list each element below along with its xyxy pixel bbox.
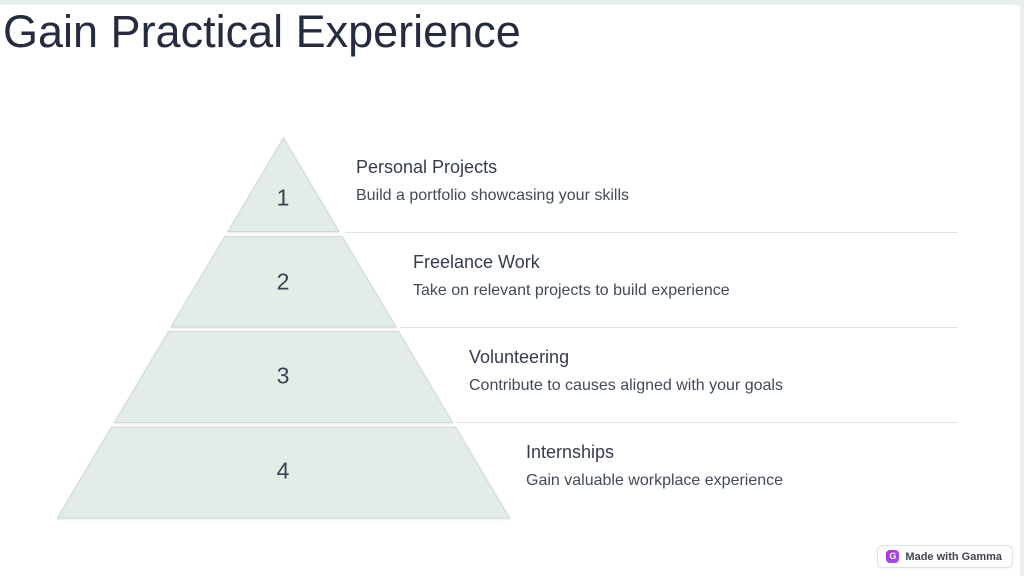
pyramid-level-3-shape — [113, 331, 454, 423]
made-with-gamma-label: Made with Gamma — [905, 550, 1002, 563]
level-3-heading: Volunteering — [469, 347, 570, 367]
pyramid-level-2-number: 2 — [276, 268, 290, 295]
pyramid-level-1-shape — [227, 137, 340, 232]
level-3-description: Contribute to causes aligned with your g… — [469, 377, 783, 394]
row-divider-3 — [456, 422, 958, 423]
level-1-heading: Personal Projects — [356, 157, 498, 177]
level-1-text-block: Personal Projects Build a portfolio show… — [356, 157, 629, 205]
level-4-description: Gain valuable workplace experience — [526, 472, 784, 489]
pyramid-level-4-shape — [56, 426, 511, 519]
pyramid-level-1-number: 1 — [276, 184, 290, 211]
made-with-gamma-badge[interactable]: G Made with Gamma — [877, 545, 1013, 568]
pyramid-level-3-number: 3 — [276, 362, 290, 389]
pyramid-level-4-number: 4 — [276, 457, 290, 484]
pyramid-level-2-shape — [170, 236, 397, 328]
top-accent-bar — [0, 0, 1024, 5]
level-4-text-block: Internships Gain valuable workplace expe… — [526, 442, 783, 490]
right-accent-bar — [1020, 0, 1024, 576]
row-divider-1 — [345, 232, 958, 233]
level-2-description: Take on relevant projects to build exper… — [413, 282, 730, 299]
page-title: Gain Practical Experience — [3, 6, 521, 57]
level-4-heading: Internships — [526, 442, 615, 462]
row-divider-2 — [400, 327, 958, 328]
level-2-text-block: Freelance Work Take on relevant projects… — [413, 252, 730, 300]
level-3-text-block: Volunteering Contribute to causes aligne… — [469, 347, 783, 395]
level-1-description: Build a portfolio showcasing your skills — [356, 187, 630, 204]
gamma-logo-icon: G — [886, 550, 900, 563]
level-2-heading: Freelance Work — [413, 252, 540, 272]
